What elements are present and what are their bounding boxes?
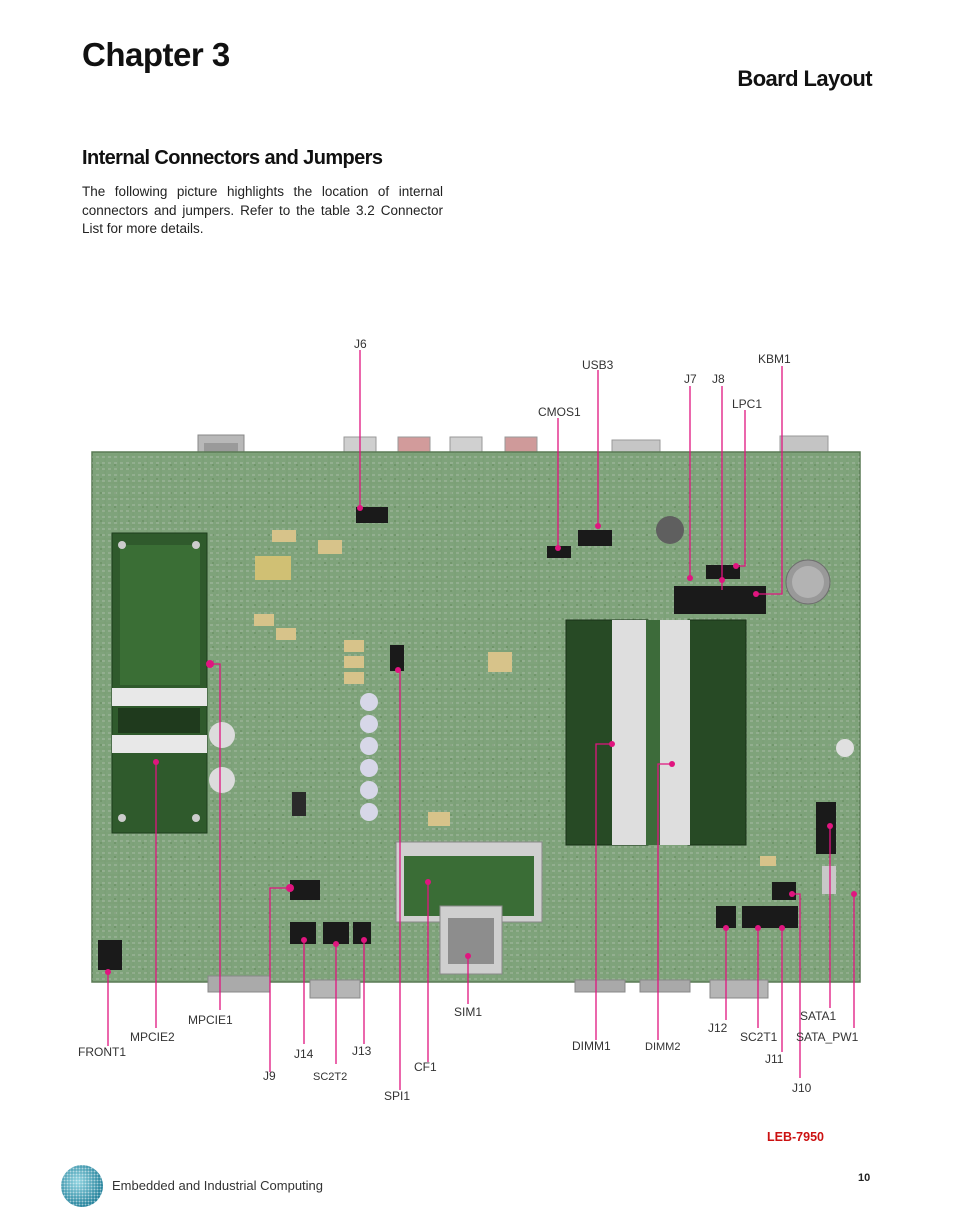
label-dimm2: DIMM2	[645, 1041, 681, 1053]
label-spi1: SPI1	[384, 1089, 411, 1103]
dimm-slots	[565, 619, 747, 846]
label-sata-pw1: SATA_PW1	[796, 1030, 859, 1044]
label-sc2t1: SC2T1	[740, 1030, 778, 1044]
model-number: LEB-7950	[767, 1130, 824, 1144]
tantalum-caps	[254, 530, 776, 866]
label-sata1: SATA1	[800, 1009, 837, 1023]
label-j12: J12	[708, 1021, 728, 1035]
label-j10: J10	[792, 1081, 812, 1095]
label-j11: J11	[765, 1052, 784, 1066]
label-cf1: CF1	[414, 1060, 437, 1074]
label-usb3: USB3	[582, 358, 614, 372]
label-dimm1: DIMM1	[572, 1039, 611, 1053]
label-j14: J14	[294, 1047, 314, 1061]
subsection-title: Internal Connectors and Jumpers	[82, 147, 383, 169]
footer-company: Embedded and Industrial Computing	[112, 1178, 324, 1193]
label-sim1: SIM1	[454, 1005, 483, 1019]
label-j13: J13	[352, 1044, 372, 1058]
label-j7: J7	[684, 372, 697, 386]
label-j8: J8	[712, 372, 725, 386]
chapter-title: Chapter 3	[82, 36, 230, 73]
capacitors	[209, 516, 854, 821]
company-logo	[61, 1165, 103, 1207]
label-mpcie2: MPCIE2	[130, 1030, 175, 1044]
callout-dots	[105, 505, 857, 975]
section-title: Board Layout	[737, 66, 872, 91]
label-front1: FRONT1	[78, 1045, 126, 1059]
mpcie-slots	[111, 532, 208, 834]
label-j6: J6	[354, 337, 367, 351]
label-kbm1: KBM1	[758, 352, 791, 366]
label-cmos1: CMOS1	[538, 405, 581, 419]
cf-slot	[395, 841, 543, 975]
bottom-io-connectors	[207, 975, 769, 999]
pin-headers	[98, 507, 836, 970]
page-number: 10	[858, 1172, 871, 1184]
label-lpc1: LPC1	[732, 397, 763, 411]
label-j9: J9	[263, 1069, 276, 1083]
label-mpcie1: MPCIE1	[188, 1013, 233, 1027]
intro-paragraph: The following picture highlights the loc…	[82, 184, 443, 236]
label-sc2t2: SC2T2	[313, 1071, 348, 1083]
